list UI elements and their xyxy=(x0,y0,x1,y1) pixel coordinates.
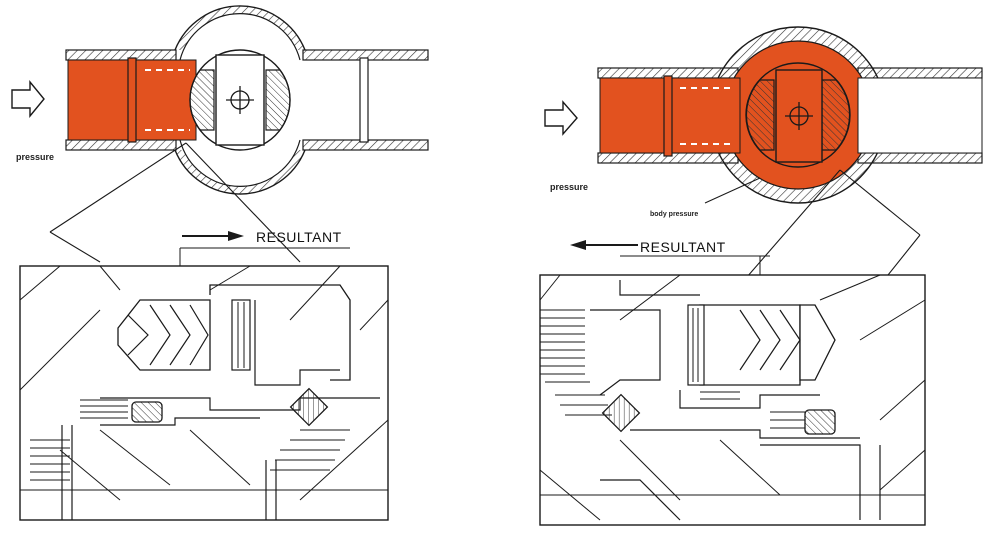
resultant-arrow-icon xyxy=(228,231,244,241)
body-pressure-label: body pressure xyxy=(650,211,698,218)
flow-arrow-icon xyxy=(11,80,45,118)
left-seat-detail xyxy=(19,265,389,521)
right-resultant-label: RESULTANT xyxy=(640,239,726,255)
right-seat-detail xyxy=(539,274,926,526)
resultant-arrow-icon xyxy=(570,240,586,250)
right-valve-section xyxy=(544,26,983,204)
right-pressure-label: pressure xyxy=(550,182,588,192)
flow-arrow-icon xyxy=(544,100,578,136)
left-resultant-label: RESULTANT xyxy=(256,229,342,245)
left-pressure-label: pressure xyxy=(16,152,54,162)
left-valve-section xyxy=(11,5,429,195)
